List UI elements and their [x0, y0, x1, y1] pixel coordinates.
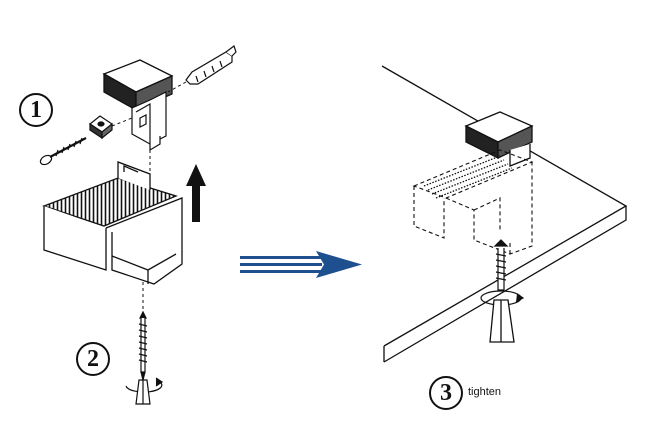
hidden-ribs — [423, 155, 513, 199]
washer-icon — [88, 115, 114, 140]
guide-lines — [111, 81, 187, 318]
mounted-screw — [493, 239, 509, 291]
wall-plug-icon — [185, 45, 237, 85]
hidden-bracket — [412, 149, 534, 255]
step-3-number: 3 — [429, 376, 463, 410]
transition-arrow-icon — [240, 251, 362, 278]
step-2-number: 2 — [76, 342, 110, 376]
clip-part — [131, 91, 167, 152]
bracket-body — [42, 161, 183, 285]
mounted-screwdriver-icon — [489, 299, 515, 343]
shelf-board — [381, 65, 628, 363]
step-1-number: 1 — [19, 93, 53, 127]
long-screw-icon — [138, 310, 148, 381]
screwdriver-icon — [135, 379, 151, 405]
step-3-label: tighten — [468, 386, 502, 398]
mounted-cap — [464, 111, 534, 167]
screw-icon — [39, 137, 87, 166]
up-arrow-icon — [186, 164, 206, 222]
cap-block — [102, 59, 174, 112]
